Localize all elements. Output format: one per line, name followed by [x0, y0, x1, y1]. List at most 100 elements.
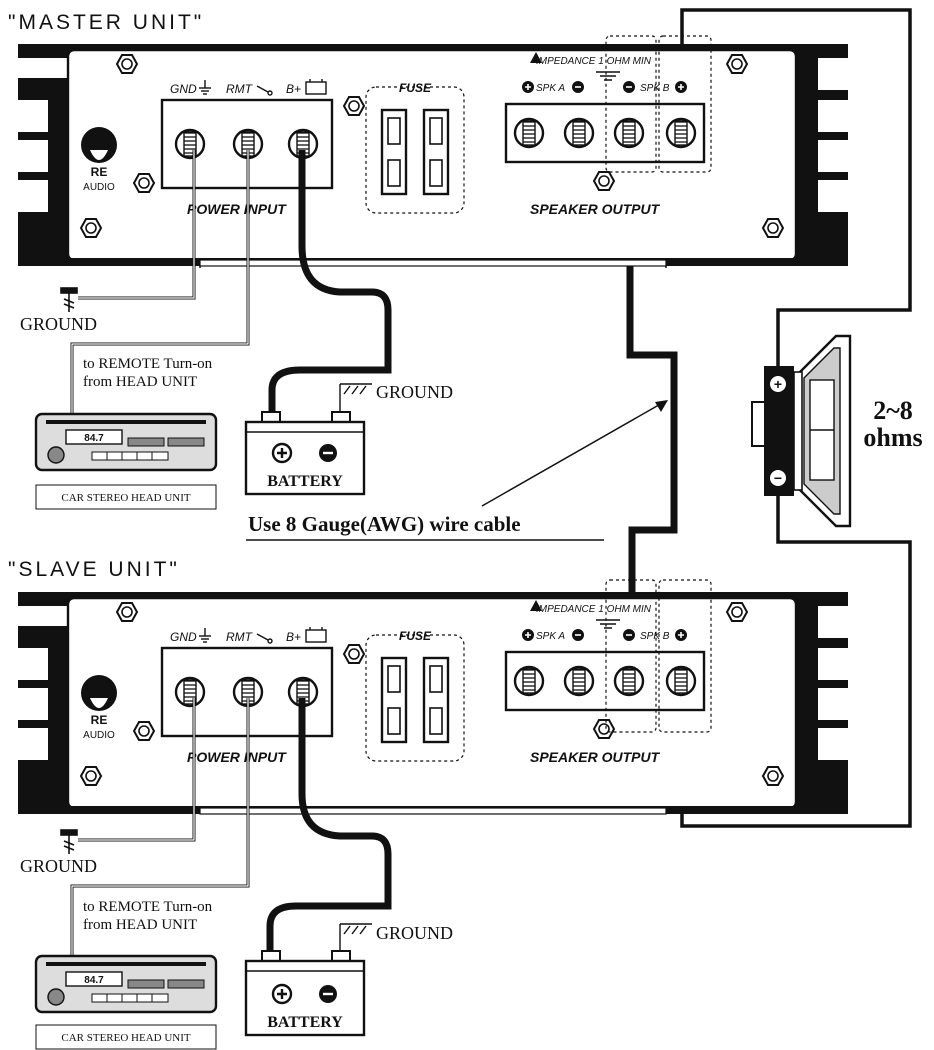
gnd-label: GND — [170, 82, 197, 96]
switch-symbol-icon — [256, 85, 273, 96]
spk-b-label: SPK B — [640, 631, 670, 642]
svg-text:AUDIO: AUDIO — [83, 182, 115, 193]
mount-screw-icon — [80, 766, 102, 786]
ground-bolt-icon — [60, 287, 78, 312]
mount-screw-icon — [593, 719, 615, 739]
fuse-icon — [422, 656, 450, 744]
battery-symbol-icon — [305, 627, 327, 643]
spk-b-plus-icon — [675, 81, 687, 93]
spk-a-plus-terminal[interactable] — [513, 117, 545, 149]
mount-screw-icon — [593, 171, 615, 191]
spk-a-minus-terminal[interactable] — [563, 665, 595, 697]
fuse-area — [365, 86, 465, 214]
ground-symbol-icon — [199, 80, 211, 95]
remote-label-line1: to REMOTE Turn-on — [83, 356, 213, 372]
fuse-icon — [380, 108, 408, 196]
brand-logo-icon: RE AUDIO — [81, 675, 117, 741]
battery-ground-label: GROUND — [376, 923, 453, 943]
brand-logo-icon: RE AUDIO — [81, 127, 117, 193]
battery-ground-label: GROUND — [376, 382, 453, 402]
head-unit-caption: CAR STEREO HEAD UNIT — [61, 492, 191, 504]
remote-label-line2: from HEAD UNIT — [83, 374, 197, 390]
arrow-head-icon — [655, 400, 668, 412]
gnd-label: GND — [170, 630, 197, 644]
wire-note-arrow — [481, 401, 665, 507]
ground-bolt-icon — [60, 829, 78, 854]
spk-a-plus-icon — [522, 81, 534, 93]
spk-b-plus-terminal[interactable] — [665, 665, 697, 697]
battery-icon — [244, 950, 366, 1037]
svg-text:RE: RE — [91, 165, 108, 179]
spk-b-minus-icon — [623, 81, 635, 93]
ground-label: GROUND — [20, 314, 97, 334]
speaker-minus-label: − — [774, 470, 782, 486]
spk-a-label: SPK A — [536, 631, 565, 642]
speaker-output-label: SPEAKER OUTPUT — [530, 201, 661, 217]
head-unit-caption-box — [35, 1024, 217, 1050]
gnd-terminal[interactable] — [174, 128, 206, 160]
spk-b-label: SPK B — [640, 83, 670, 94]
speaker-plus-wire — [680, 8, 912, 372]
speaker-icon — [751, 334, 852, 528]
speaker-symbol-icon — [596, 71, 620, 81]
spk-a-plus-icon — [522, 629, 534, 641]
mount-screw-icon — [133, 173, 155, 193]
warning-icon — [530, 600, 542, 611]
bplus-label: B+ — [286, 82, 301, 96]
fuse-area — [365, 634, 465, 762]
spk-a-minus-icon — [572, 629, 584, 641]
ground-symbol-icon — [199, 628, 211, 643]
switch-symbol-icon — [256, 633, 273, 644]
spk-b-plus-highlight — [658, 35, 712, 173]
warning-icon — [530, 52, 542, 63]
head-unit: 84.7 — [34, 954, 218, 1014]
rmt-label: RMT — [226, 82, 254, 96]
mount-screw-icon — [80, 218, 102, 238]
speaker-plus-label: + — [774, 376, 782, 392]
power-input-label: POWER INPUT — [187, 749, 287, 765]
mount-screw-icon — [343, 96, 365, 116]
head-unit-display: 84.7 — [84, 433, 104, 444]
unit-title: "SLAVE UNIT" — [8, 558, 180, 581]
svg-text:RE: RE — [91, 713, 108, 727]
master-unit: "MASTER UNIT" RE AUDIO — [8, 11, 848, 510]
fuse-icon — [380, 656, 408, 744]
power-input-label: POWER INPUT — [187, 201, 287, 217]
head-unit-display: 84.7 — [84, 975, 104, 986]
spk-b-plus-terminal[interactable] — [665, 117, 697, 149]
remote-label-line1: to REMOTE Turn-on — [83, 899, 213, 915]
bplus-label: B+ — [286, 630, 301, 644]
spk-b-minus-terminal[interactable] — [613, 117, 645, 149]
spk-a-label: SPK A — [536, 83, 565, 94]
mount-screw-icon — [726, 602, 748, 622]
battery-label: BATTERY — [267, 1014, 343, 1031]
spk-b-minus-highlight — [605, 35, 657, 173]
battery-ground-icon — [339, 923, 372, 951]
spk-b-minus-highlight — [605, 579, 657, 733]
ground-label: GROUND — [20, 856, 97, 876]
battery-symbol-icon — [305, 79, 327, 95]
battery-ground-icon — [339, 383, 372, 412]
svg-text:AUDIO: AUDIO — [83, 730, 115, 741]
speaker-symbol-icon — [596, 619, 620, 629]
mount-screw-icon — [762, 766, 784, 786]
spk-b-plus-icon — [675, 629, 687, 641]
wire-note: Use 8 Gauge(AWG) wire cable — [248, 512, 521, 536]
battery-power-wire — [268, 150, 392, 414]
spk-a-minus-icon — [572, 81, 584, 93]
fuse-label: FUSE — [399, 629, 432, 643]
spk-b-plus-highlight — [658, 579, 712, 733]
spk-a-plus-terminal[interactable] — [513, 665, 545, 697]
mount-screw-icon — [116, 602, 138, 622]
speaker-impedance-line1: 2~8 — [873, 396, 913, 425]
fuse-label: FUSE — [399, 81, 432, 95]
gnd-terminal[interactable] — [174, 676, 206, 708]
slave-unit: "SLAVE UNIT" RE AUDIO GND RMT — [8, 558, 848, 1050]
battery-label: BATTERY — [267, 473, 343, 490]
spk-a-minus-terminal[interactable] — [563, 117, 595, 149]
battery-icon — [244, 411, 366, 496]
spk-b-minus-terminal[interactable] — [613, 665, 645, 697]
head-unit-caption: CAR STEREO HEAD UNIT — [61, 1032, 191, 1044]
speaker-output-label: SPEAKER OUTPUT — [530, 749, 661, 765]
head-unit: 84.7 — [34, 412, 218, 472]
